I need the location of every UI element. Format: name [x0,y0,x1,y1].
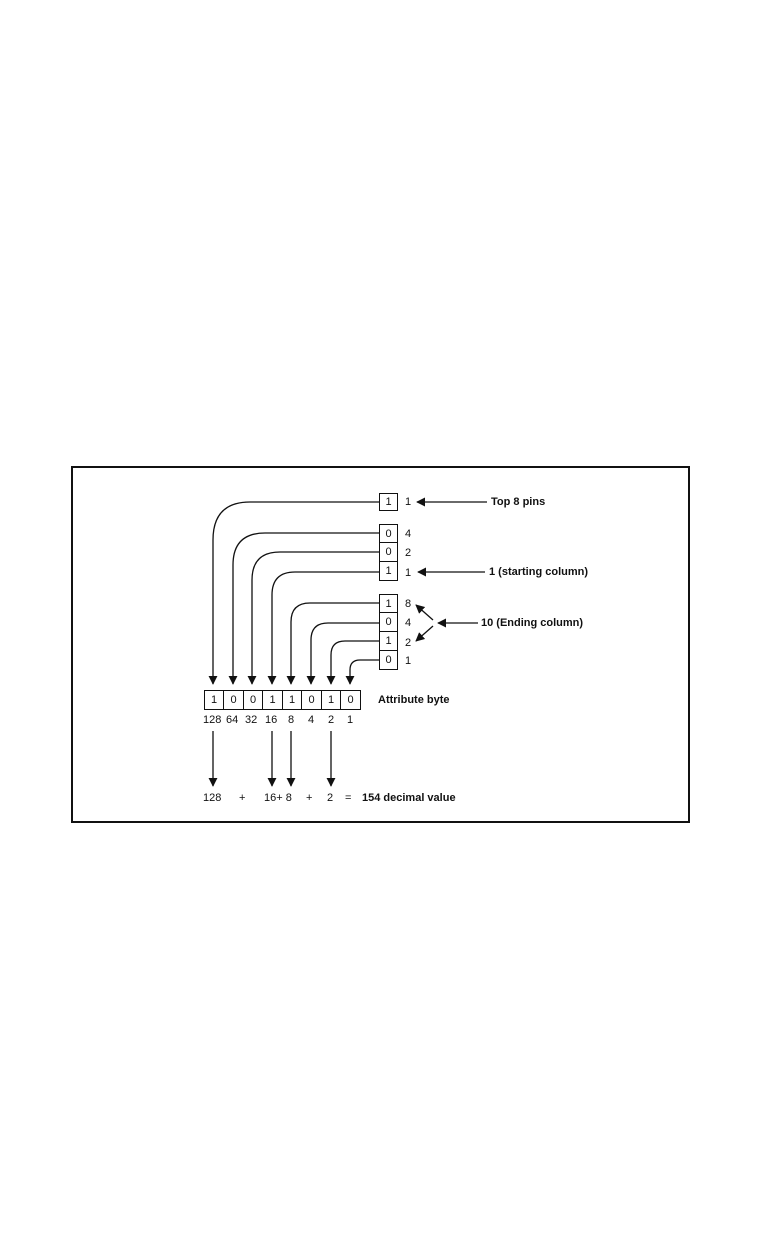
attribute-bit-cell: 0 [243,690,263,710]
ending-column-label: 10 (Ending column) [481,617,583,629]
sum-operator: = [345,792,351,804]
attribute-bit-cell: 1 [262,690,283,710]
attribute-bit-cell: 1 [204,690,224,710]
top-pins-weight: 1 [405,496,411,508]
leader-bit-128 [213,502,379,684]
leader-bit-64 [233,533,379,684]
bit-weight: 4 [308,714,314,726]
attribute-bit-cell: 0 [301,690,322,710]
attribute-bit-cell: 0 [223,690,244,710]
attribute-bit-cell: 0 [340,690,361,710]
start-column-weight: 2 [405,547,411,559]
end-column-weight: 4 [405,617,411,629]
end-column-bit-cell: 0 [379,650,398,670]
leader-bit-2 [331,641,379,684]
attribute-bit-cell: 1 [321,690,341,710]
end-column-weight: 2 [405,637,411,649]
bit-weight: 32 [245,714,257,726]
arrow-ending-column-upper [416,605,433,620]
attribute-bit-cell: 1 [282,690,302,710]
leader-bit-16 [272,572,379,684]
start-column-weight: 1 [405,567,411,579]
bit-weight: 128 [203,714,221,726]
top-pins-bit-cell: 1 [379,493,398,511]
bit-weight: 16 [265,714,277,726]
sum-operator: + [239,792,245,804]
top-pins-label: Top 8 pins [491,496,545,508]
starting-column-label: 1 (starting column) [489,566,588,578]
attribute-byte-label: Attribute byte [378,694,450,706]
sum-term: 16+ 8 [264,792,292,804]
start-column-bit-cell: 0 [379,524,398,543]
leader-bit-1 [350,660,379,684]
end-column-bit-cell: 1 [379,594,398,613]
sum-term: 2 [327,792,333,804]
sum-operator: + [306,792,312,804]
leader-bit-4 [311,623,379,684]
end-column-bit-cell: 1 [379,631,398,651]
start-column-weight: 4 [405,528,411,540]
sum-term: 128 [203,792,221,804]
end-column-bit-cell: 0 [379,612,398,632]
start-column-bit-cell: 0 [379,542,398,562]
bit-weight: 64 [226,714,238,726]
bit-weight: 1 [347,714,353,726]
end-column-weight: 1 [405,655,411,667]
bit-weight: 8 [288,714,294,726]
start-column-bit-cell: 1 [379,561,398,581]
bit-weight: 2 [328,714,334,726]
sum-result: 154 decimal value [362,792,456,804]
arrow-ending-column-lower [416,626,433,641]
end-column-weight: 8 [405,598,411,610]
